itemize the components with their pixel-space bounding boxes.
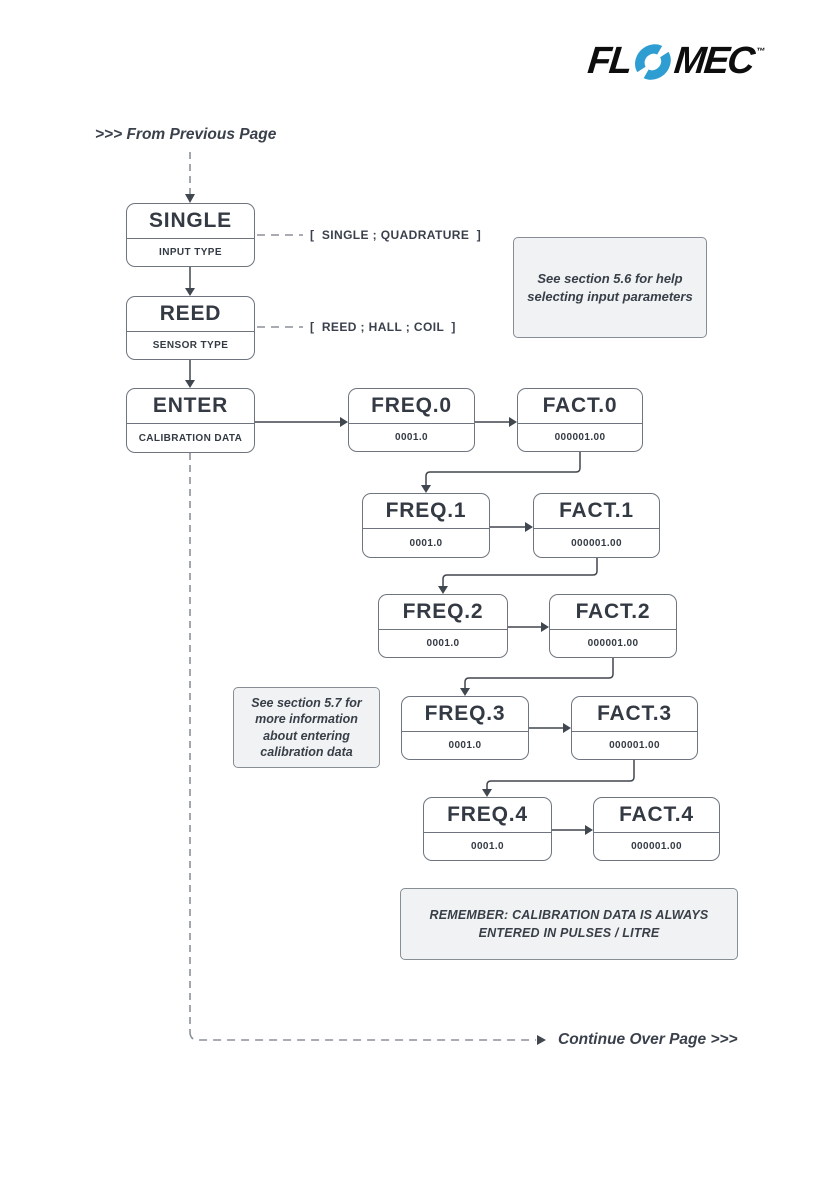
flow-node-freq0: FREQ.0 0001.0 xyxy=(348,388,475,452)
note-remember-calibration: REMEMBER: CALIBRATION DATA IS ALWAYS ENT… xyxy=(400,888,738,960)
flow-node-freq4: FREQ.4 0001.0 xyxy=(423,797,552,861)
node-title: FREQ.0 xyxy=(371,394,452,417)
flow-node-freq1: FREQ.1 0001.0 xyxy=(362,493,490,558)
node-title: REED xyxy=(159,302,222,325)
node-title: FREQ.2 xyxy=(402,600,484,623)
flow-node-reed: REED SENSOR TYPE xyxy=(126,296,255,360)
from-previous-page-label: >>> From Previous Page xyxy=(95,126,277,143)
flow-node-fact4: FACT.4 000001.00 xyxy=(593,797,720,861)
flow-node-enter: ENTER CALIBRATION DATA xyxy=(126,388,255,453)
node-subtitle: 0001.0 xyxy=(424,832,551,860)
node-subtitle: SENSOR TYPE xyxy=(127,331,254,359)
node-subtitle: 000001.00 xyxy=(572,731,697,759)
input-type-options: [ SINGLE ; QUADRATURE ] xyxy=(310,228,482,242)
node-subtitle: 000001.00 xyxy=(518,423,642,451)
node-title: FACT.3 xyxy=(597,702,672,725)
node-subtitle: 000001.00 xyxy=(594,832,719,860)
flow-node-single: SINGLE INPUT TYPE xyxy=(126,203,255,267)
node-title: FACT.4 xyxy=(619,803,694,826)
note-section-5-6: See section 5.6 for help selecting input… xyxy=(513,237,707,338)
node-subtitle: 0001.0 xyxy=(349,423,474,451)
node-title: FREQ.1 xyxy=(385,499,467,522)
node-title: SINGLE xyxy=(149,209,232,232)
node-title: FACT.1 xyxy=(559,499,634,522)
node-subtitle: 0001.0 xyxy=(379,629,507,657)
node-title: FREQ.3 xyxy=(424,702,506,725)
note-section-5-7: See section 5.7 for more information abo… xyxy=(233,687,380,768)
flow-node-freq2: FREQ.2 0001.0 xyxy=(378,594,508,658)
flow-node-fact2: FACT.2 000001.00 xyxy=(549,594,677,658)
sensor-type-options: [ REED ; HALL ; COIL ] xyxy=(310,320,456,334)
node-subtitle: 0001.0 xyxy=(363,528,489,557)
node-subtitle: CALIBRATION DATA xyxy=(127,423,254,452)
node-title: ENTER xyxy=(152,394,229,417)
flow-node-freq3: FREQ.3 0001.0 xyxy=(401,696,529,760)
node-title: FACT.2 xyxy=(575,600,651,623)
node-title: FREQ.4 xyxy=(447,803,528,826)
logo-o-swoosh-icon xyxy=(635,44,672,80)
flow-node-fact1: FACT.1 000001.00 xyxy=(533,493,660,558)
continue-over-page-label: Continue Over Page >>> xyxy=(558,1031,738,1048)
flow-node-fact3: FACT.3 000001.00 xyxy=(571,696,698,760)
node-subtitle: INPUT TYPE xyxy=(127,238,254,266)
flow-node-fact0: FACT.0 000001.00 xyxy=(517,388,643,452)
node-title: FACT.0 xyxy=(542,394,618,417)
node-subtitle: 000001.00 xyxy=(550,629,676,657)
node-subtitle: 000001.00 xyxy=(534,528,659,557)
flomec-logo: FL MEC ™ xyxy=(586,40,766,82)
node-subtitle: 0001.0 xyxy=(402,731,528,759)
